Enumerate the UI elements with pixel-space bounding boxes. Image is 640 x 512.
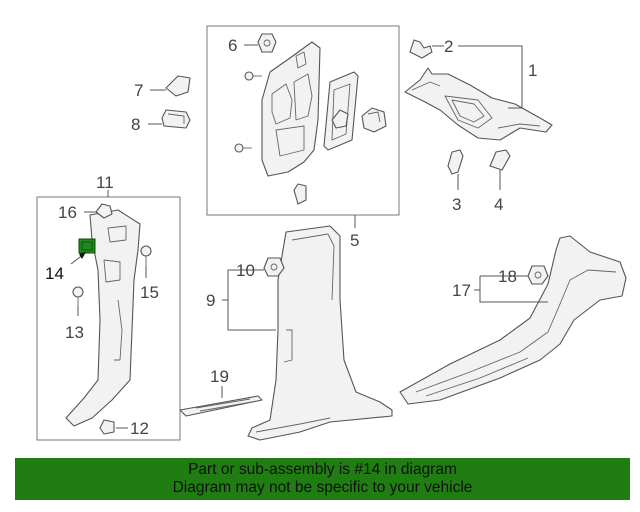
callout-15: 15 xyxy=(140,283,159,302)
part-19-scuff-plate[interactable] xyxy=(179,395,263,417)
callout-5: 5 xyxy=(350,231,359,250)
part-7-cover[interactable] xyxy=(165,75,191,97)
parts-diagram: 1 2 3 4 5 xyxy=(36,25,627,441)
part-11-lower-trim-panel[interactable] xyxy=(65,209,141,427)
callout-4: 4 xyxy=(494,195,503,214)
part-2-clip[interactable] xyxy=(409,39,433,59)
part-12-clip[interactable] xyxy=(99,419,115,435)
part-5-clip-right[interactable] xyxy=(361,107,387,133)
part-18-clip[interactable] xyxy=(527,265,549,285)
callout-16: 16 xyxy=(58,203,77,222)
callout-12: 12 xyxy=(130,419,149,438)
part-13-screw[interactable] xyxy=(72,286,84,306)
part-9-center-pillar-trim[interactable] xyxy=(247,225,393,441)
part-5-clip-small[interactable] xyxy=(331,109,349,129)
callout-7: 7 xyxy=(134,81,143,100)
callout-13: 13 xyxy=(65,323,84,342)
part-5-bottom-clip[interactable] xyxy=(293,183,307,205)
part-1-upper-trim[interactable] xyxy=(404,67,553,141)
part-5-screw-bottom[interactable] xyxy=(234,143,252,153)
info-banner: Part or sub-assembly is #14 in diagram D… xyxy=(15,458,630,500)
callout-14: 14 xyxy=(45,264,64,283)
callout-9: 9 xyxy=(206,291,215,310)
part-4-clip[interactable] xyxy=(489,149,511,171)
part-5-pillar-upper-trim[interactable] xyxy=(261,41,321,177)
callout-18: 18 xyxy=(498,267,517,286)
part-10-clip[interactable] xyxy=(263,257,285,277)
callout-10: 10 xyxy=(236,261,255,280)
callout-11: 11 xyxy=(96,173,114,192)
part-5-screw-top[interactable] xyxy=(244,71,262,81)
banner-line-2: Diagram may not be specific to your vehi… xyxy=(172,479,473,496)
callout-19: 19 xyxy=(210,367,229,386)
callout-17: 17 xyxy=(452,281,471,300)
callout-8: 8 xyxy=(131,115,140,134)
callout-6: 6 xyxy=(228,36,237,55)
part-6-clip[interactable] xyxy=(257,33,277,53)
part-15-screw[interactable] xyxy=(140,245,152,266)
part-17-sill-plate[interactable] xyxy=(399,235,627,405)
sub-assembly-box-5 xyxy=(206,25,400,216)
callout-1: 1 xyxy=(528,61,537,80)
arrow-14 xyxy=(79,252,86,259)
part-8-bracket[interactable] xyxy=(161,109,191,129)
banner-line-1: Part or sub-assembly is #14 in diagram xyxy=(188,461,457,478)
part-14-highlighted[interactable] xyxy=(78,238,96,254)
callout-3: 3 xyxy=(452,195,461,214)
part-16-clip[interactable] xyxy=(95,203,113,219)
callout-2: 2 xyxy=(444,37,453,56)
part-3-clip[interactable] xyxy=(447,149,464,175)
